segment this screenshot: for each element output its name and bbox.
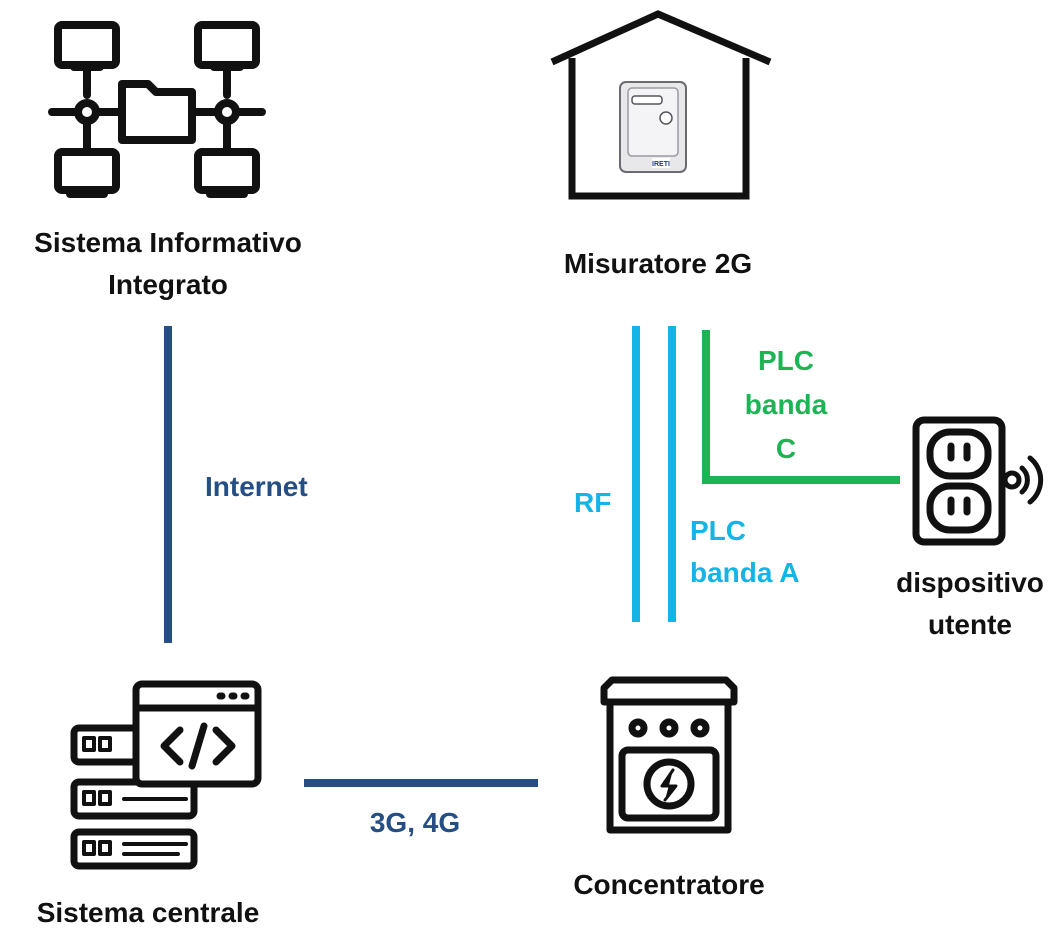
cellular-link-label: 3G, 4G [370, 807, 460, 838]
house-meter-icon: IRETI [550, 10, 772, 200]
plc-a-label-line1: PLC [690, 515, 746, 546]
plc-c-label-line3: C [776, 433, 796, 464]
meter-brand: IRETI [652, 161, 670, 168]
concentratore-label: Concentratore [573, 869, 764, 900]
dispositivo-label-line2: utente [928, 609, 1012, 640]
rf-link-label: RF [574, 487, 611, 518]
plc-a-label-line2: banda A [690, 557, 799, 588]
misuratore-label: Misuratore 2G [564, 248, 752, 279]
plc-c-label-line2: banda [745, 389, 828, 420]
dispositivo-label-line1: dispositivo [896, 567, 1044, 598]
smart-outlet-icon [912, 416, 1044, 546]
electric-meter-icon: IRETI [619, 81, 687, 173]
sistema-informativo-label-line2: Integrato [108, 269, 228, 300]
network-computers-icon [48, 21, 266, 198]
server-code-icon [70, 680, 262, 870]
internet-link-label: Internet [205, 471, 308, 502]
concentrator-cabinet-icon [600, 676, 738, 834]
sistema-centrale-label: Sistema centrale [37, 897, 260, 928]
plc-c-label-line1: PLC [758, 345, 814, 376]
sistema-informativo-label-line1: Sistema Informativo [34, 227, 302, 258]
plc-c-link-line [702, 330, 900, 484]
